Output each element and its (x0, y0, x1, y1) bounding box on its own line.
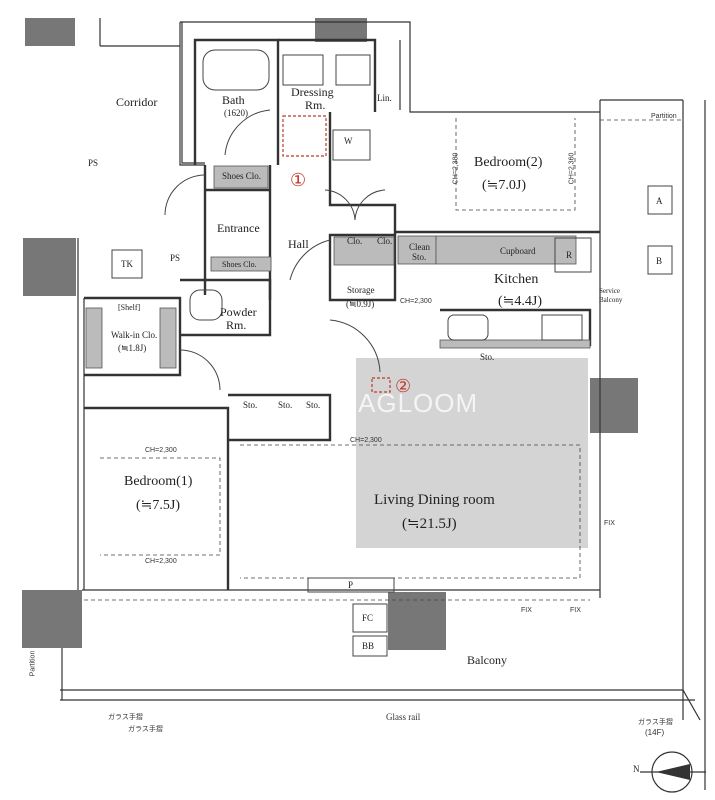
tk-label: TK (121, 259, 133, 269)
washer-label: W (344, 136, 353, 146)
powder-rm-label: Rm. (226, 318, 247, 332)
clean-sto-label: Clean (409, 242, 430, 252)
entrance-label: Entrance (217, 221, 260, 235)
bedroom1-label: Bedroom(1) (124, 474, 193, 489)
service-balcony-label: Service (599, 287, 620, 295)
bb-label: BB (362, 641, 375, 651)
column (25, 18, 75, 46)
shoes-clo-label: Shoes Clo. (222, 171, 262, 181)
column (590, 378, 638, 433)
watermark: AGLOOM (358, 388, 479, 418)
partition-side-label: Partition (29, 650, 37, 677)
bedroom2-label: Bedroom(2) (474, 155, 543, 170)
fc-label: FC (362, 613, 374, 623)
column (22, 590, 82, 648)
dressing-label: Dressing (291, 85, 334, 99)
column (388, 592, 446, 650)
bedroom2-size: (≒7.0J) (482, 178, 527, 193)
clo-label-1: Clo. (347, 236, 363, 246)
clean-sto-label-2: Sto. (412, 252, 427, 262)
ps-label-2: PS (170, 253, 181, 263)
linen-label: Lin. (377, 93, 392, 103)
sto-label-3: Sto. (306, 400, 321, 410)
bath-label: Bath (222, 93, 245, 107)
ch-2300-kitchen: CH=2,300 (400, 298, 432, 305)
glass-rail-jp-3: ガラス手摺 (638, 719, 673, 726)
compass-north-label: N (633, 764, 640, 774)
storage-size: (≒0.9J) (346, 299, 375, 309)
ch-2300-bedroom1-b: CH=2,300 (145, 558, 177, 565)
bath-size: (1620) (224, 108, 248, 118)
balcony-label: Balcony (467, 653, 507, 667)
shelf-label: [Shelf] (118, 303, 141, 312)
ldr-size: (≒21.5J) (402, 516, 457, 532)
ch-2300-bedroom1: CH=2,300 (145, 447, 177, 454)
living-dining-shade-top (356, 358, 444, 443)
partition-label: Partition (651, 113, 677, 120)
marker-1: ① (290, 170, 307, 191)
fridge-label: R (566, 250, 573, 260)
glass-rail-jp-2: ガラス手摺 (128, 726, 163, 733)
fix-label-1: FIX (604, 520, 615, 527)
ch-2380: CH=2,380 (452, 152, 460, 185)
shoes-clo-label-2: Shoes Clo. (222, 260, 257, 269)
walkin-label: Walk-in Clo. (111, 330, 158, 340)
clo-label-2: Clo. (377, 236, 393, 246)
p-label: P (348, 580, 354, 590)
powder-label: Powder (220, 305, 257, 319)
sto-label-kitchen: Sto. (480, 352, 495, 362)
hall-label: Hall (288, 237, 309, 251)
marker-box-2 (371, 377, 391, 393)
glass-rail-jp-1: ガラス手摺 (108, 714, 143, 721)
marker-2: ② (395, 376, 412, 397)
corridor-label: Corridor (116, 95, 158, 109)
floor-14-label: (14F) (645, 728, 665, 737)
marker-box-1 (282, 115, 327, 157)
storage-label: Storage (347, 285, 375, 295)
ps-label-1: PS (88, 158, 99, 168)
kitchen-size: (≒4.4J) (498, 294, 543, 309)
ch-2360: CH=2,360 (568, 152, 576, 185)
cupboard-label: Cupboard (500, 246, 536, 256)
bedroom1-size: (≒7.5J) (136, 498, 181, 513)
column (23, 238, 76, 296)
ch-2300-ldr: CH=2,300 (350, 437, 382, 444)
fix-label-2: FIX (521, 607, 532, 614)
fix-label-3: FIX (570, 607, 581, 614)
kitchen-label: Kitchen (494, 272, 539, 287)
walkin-size: (≒1.8J) (118, 343, 147, 353)
ldr-label: Living Dining room (374, 492, 495, 508)
sto-label-2: Sto. (278, 400, 293, 410)
glass-rail-label: Glass rail (386, 712, 421, 722)
sto-label-1: Sto. (243, 400, 258, 410)
dressing-rm-label: Rm. (305, 98, 326, 112)
b-label: B (656, 256, 663, 266)
a-label: A (656, 196, 663, 206)
service-balcony-label-2: Balcony (599, 296, 623, 304)
